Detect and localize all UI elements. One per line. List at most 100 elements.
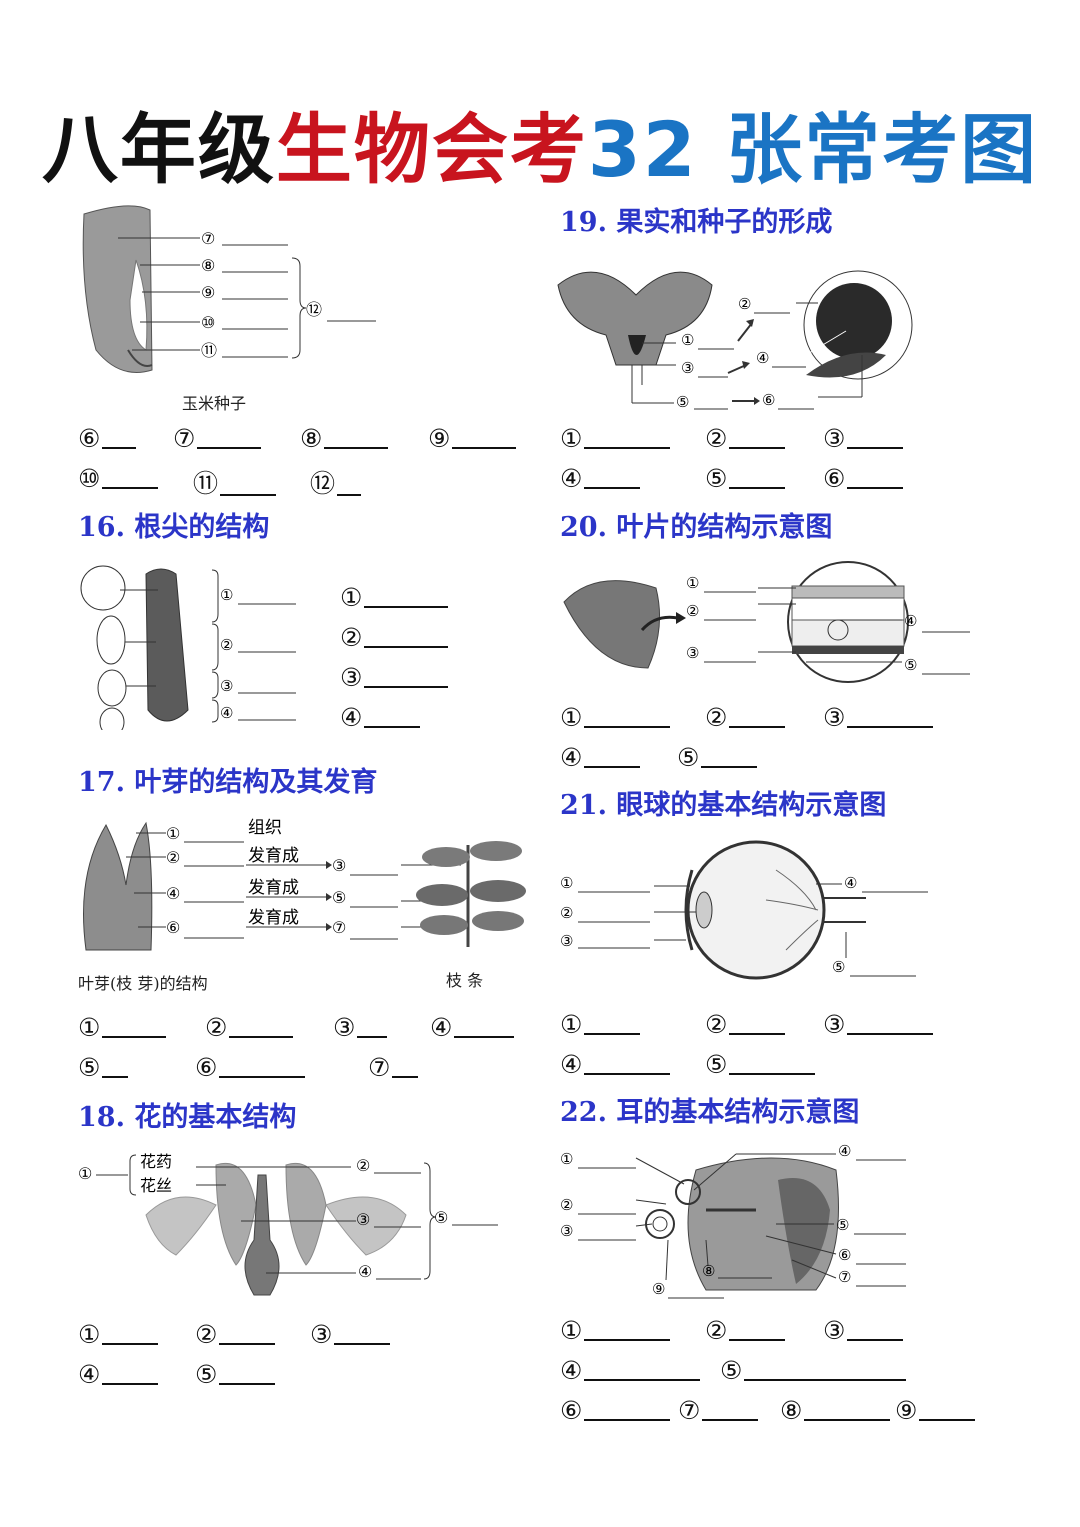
answer-12[interactable]: ⑫ <box>310 464 361 500</box>
leaf-answer-3[interactable]: ③ <box>823 703 933 732</box>
svg-text:④: ④ <box>358 1262 372 1281</box>
marker-8: ⑧ <box>201 256 215 275</box>
root-marker-4: ④ <box>220 704 233 722</box>
svg-text:②: ② <box>560 1196 573 1214</box>
svg-text:③: ③ <box>560 932 573 950</box>
svg-text:⑥: ⑥ <box>838 1246 851 1264</box>
ear-answer-4[interactable]: ④ <box>560 1356 700 1385</box>
ear-diagram: ① ② ③ ④ ⑤ ⑥ ⑦ ⑧ ⑨ <box>556 1140 956 1300</box>
root-answer-3[interactable]: ③ <box>340 663 448 692</box>
svg-text:③: ③ <box>560 1222 573 1240</box>
svg-text:②: ② <box>166 848 180 867</box>
answer-6[interactable]: ⑥ <box>78 424 136 453</box>
svg-text:⑤: ⑤ <box>332 888 346 907</box>
root-answer-2[interactable]: ② <box>340 623 448 652</box>
flower-answer-5[interactable]: ⑤ <box>195 1360 275 1389</box>
leaf-bud-diagram: ① ② ④ ⑥ 组织 发育成 发育成 发育成 ③ ⑤ ⑦ <box>76 815 536 955</box>
marker-9: ⑨ <box>201 283 215 302</box>
svg-text:发育成: 发育成 <box>248 878 299 898</box>
svg-text:②: ② <box>356 1156 370 1175</box>
ear-answer-5[interactable]: ⑤ <box>720 1356 906 1385</box>
root-marker-2: ② <box>220 636 233 654</box>
fruit-answer-4[interactable]: ④ <box>560 464 640 493</box>
leaf-answer-4[interactable]: ④ <box>560 743 640 772</box>
eye-answer-1[interactable]: ① <box>560 1010 640 1039</box>
svg-text:①: ① <box>560 1150 573 1168</box>
bud-answer-2[interactable]: ② <box>205 1013 293 1042</box>
leaf-answer-5[interactable]: ⑤ <box>677 743 757 772</box>
svg-text:④: ④ <box>166 884 180 903</box>
svg-text:①: ① <box>681 331 694 349</box>
section-22-title: 22. 耳的基本结构示意图 <box>560 1090 859 1129</box>
svg-text:①: ① <box>560 874 573 892</box>
flower-diagram: ① 花药 花丝 ② ③ ④ ⑤ <box>76 1145 516 1305</box>
svg-text:④: ④ <box>756 349 769 367</box>
ear-answer-8[interactable]: ⑧ <box>780 1396 890 1425</box>
root-answer-4[interactable]: ④ <box>340 703 420 732</box>
bud-answer-5[interactable]: ⑤ <box>78 1053 128 1082</box>
fruit-seed-diagram: ① ③ ⑤ ② ④ ⑥ <box>556 255 926 415</box>
bud-answer-4[interactable]: ④ <box>430 1013 514 1042</box>
svg-text:④: ④ <box>904 612 917 630</box>
answer-7[interactable]: ⑦ <box>173 424 261 453</box>
svg-text:②: ② <box>560 904 573 922</box>
svg-text:③: ③ <box>332 856 346 875</box>
flower-answer-3[interactable]: ③ <box>310 1320 390 1349</box>
eye-answer-2[interactable]: ② <box>705 1010 785 1039</box>
marker-12: ⑫ <box>306 300 322 319</box>
eye-answer-4[interactable]: ④ <box>560 1050 670 1079</box>
svg-text:②: ② <box>738 295 751 313</box>
svg-text:⑦: ⑦ <box>838 1268 851 1286</box>
flower-answer-2[interactable]: ② <box>195 1320 275 1349</box>
fruit-answer-3[interactable]: ③ <box>823 424 903 453</box>
ear-answer-6[interactable]: ⑥ <box>560 1396 670 1425</box>
section-19-title: 19. 果实和种子的形成 <box>560 200 832 239</box>
bud-answer-3[interactable]: ③ <box>333 1013 387 1042</box>
fruit-answer-5[interactable]: ⑤ <box>705 464 785 493</box>
section-16-title: 16. 根尖的结构 <box>78 505 269 544</box>
bud-answer-6[interactable]: ⑥ <box>195 1053 305 1082</box>
eye-answer-3[interactable]: ③ <box>823 1010 933 1039</box>
svg-text:⑦: ⑦ <box>332 918 346 937</box>
corn-seed-caption: 玉米种子 <box>182 390 246 414</box>
svg-text:①: ① <box>686 574 699 592</box>
ear-answer-7[interactable]: ⑦ <box>678 1396 758 1425</box>
branch-caption: 枝 条 <box>446 967 483 991</box>
svg-text:发育成: 发育成 <box>248 846 299 866</box>
fruit-answer-1[interactable]: ① <box>560 424 670 453</box>
leaf-structure-diagram: ① ② ③ ④ ⑤ <box>556 558 976 688</box>
ear-answer-3[interactable]: ③ <box>823 1316 903 1345</box>
svg-text:①: ① <box>78 1164 92 1183</box>
ear-answer-1[interactable]: ① <box>560 1316 670 1345</box>
flower-answer-4[interactable]: ④ <box>78 1360 158 1389</box>
svg-text:⑤: ⑤ <box>836 1216 849 1234</box>
answer-11[interactable]: ⑪ <box>193 464 276 500</box>
ear-answer-9[interactable]: ⑨ <box>895 1396 975 1425</box>
bud-answer-7[interactable]: ⑦ <box>368 1053 418 1082</box>
svg-text:⑥: ⑥ <box>166 918 180 937</box>
fruit-answer-6[interactable]: ⑥ <box>823 464 903 493</box>
root-tip-diagram: ① ② ③ ④ <box>76 560 336 730</box>
svg-text:花药: 花药 <box>140 1152 172 1171</box>
svg-text:⑤: ⑤ <box>434 1208 448 1227</box>
section-21-title: 21. 眼球的基本结构示意图 <box>560 783 886 822</box>
flower-answer-1[interactable]: ① <box>78 1320 158 1349</box>
bud-caption: 叶芽(枝 芽)的结构 <box>78 970 208 994</box>
svg-text:③: ③ <box>356 1210 370 1229</box>
answer-10[interactable]: ⑩ <box>78 464 158 493</box>
answer-8[interactable]: ⑧ <box>300 424 388 453</box>
leaf-answer-2[interactable]: ② <box>705 703 785 732</box>
eye-answer-5[interactable]: ⑤ <box>705 1050 815 1079</box>
fruit-answer-2[interactable]: ② <box>705 424 785 453</box>
svg-text:⑧: ⑧ <box>702 1262 715 1280</box>
svg-text:⑤: ⑤ <box>832 958 845 976</box>
leaf-answer-1[interactable]: ① <box>560 703 670 732</box>
bud-answer-1[interactable]: ① <box>78 1013 166 1042</box>
svg-text:⑤: ⑤ <box>676 393 689 411</box>
ear-answer-2[interactable]: ② <box>705 1316 785 1345</box>
answer-9[interactable]: ⑨ <box>428 424 516 453</box>
root-answer-1[interactable]: ① <box>340 583 448 612</box>
svg-text:③: ③ <box>686 644 699 662</box>
svg-text:②: ② <box>686 602 699 620</box>
corn-seed-diagram: ⑦ ⑧ ⑨ ⑩ ⑪ ⑫ <box>70 200 400 420</box>
